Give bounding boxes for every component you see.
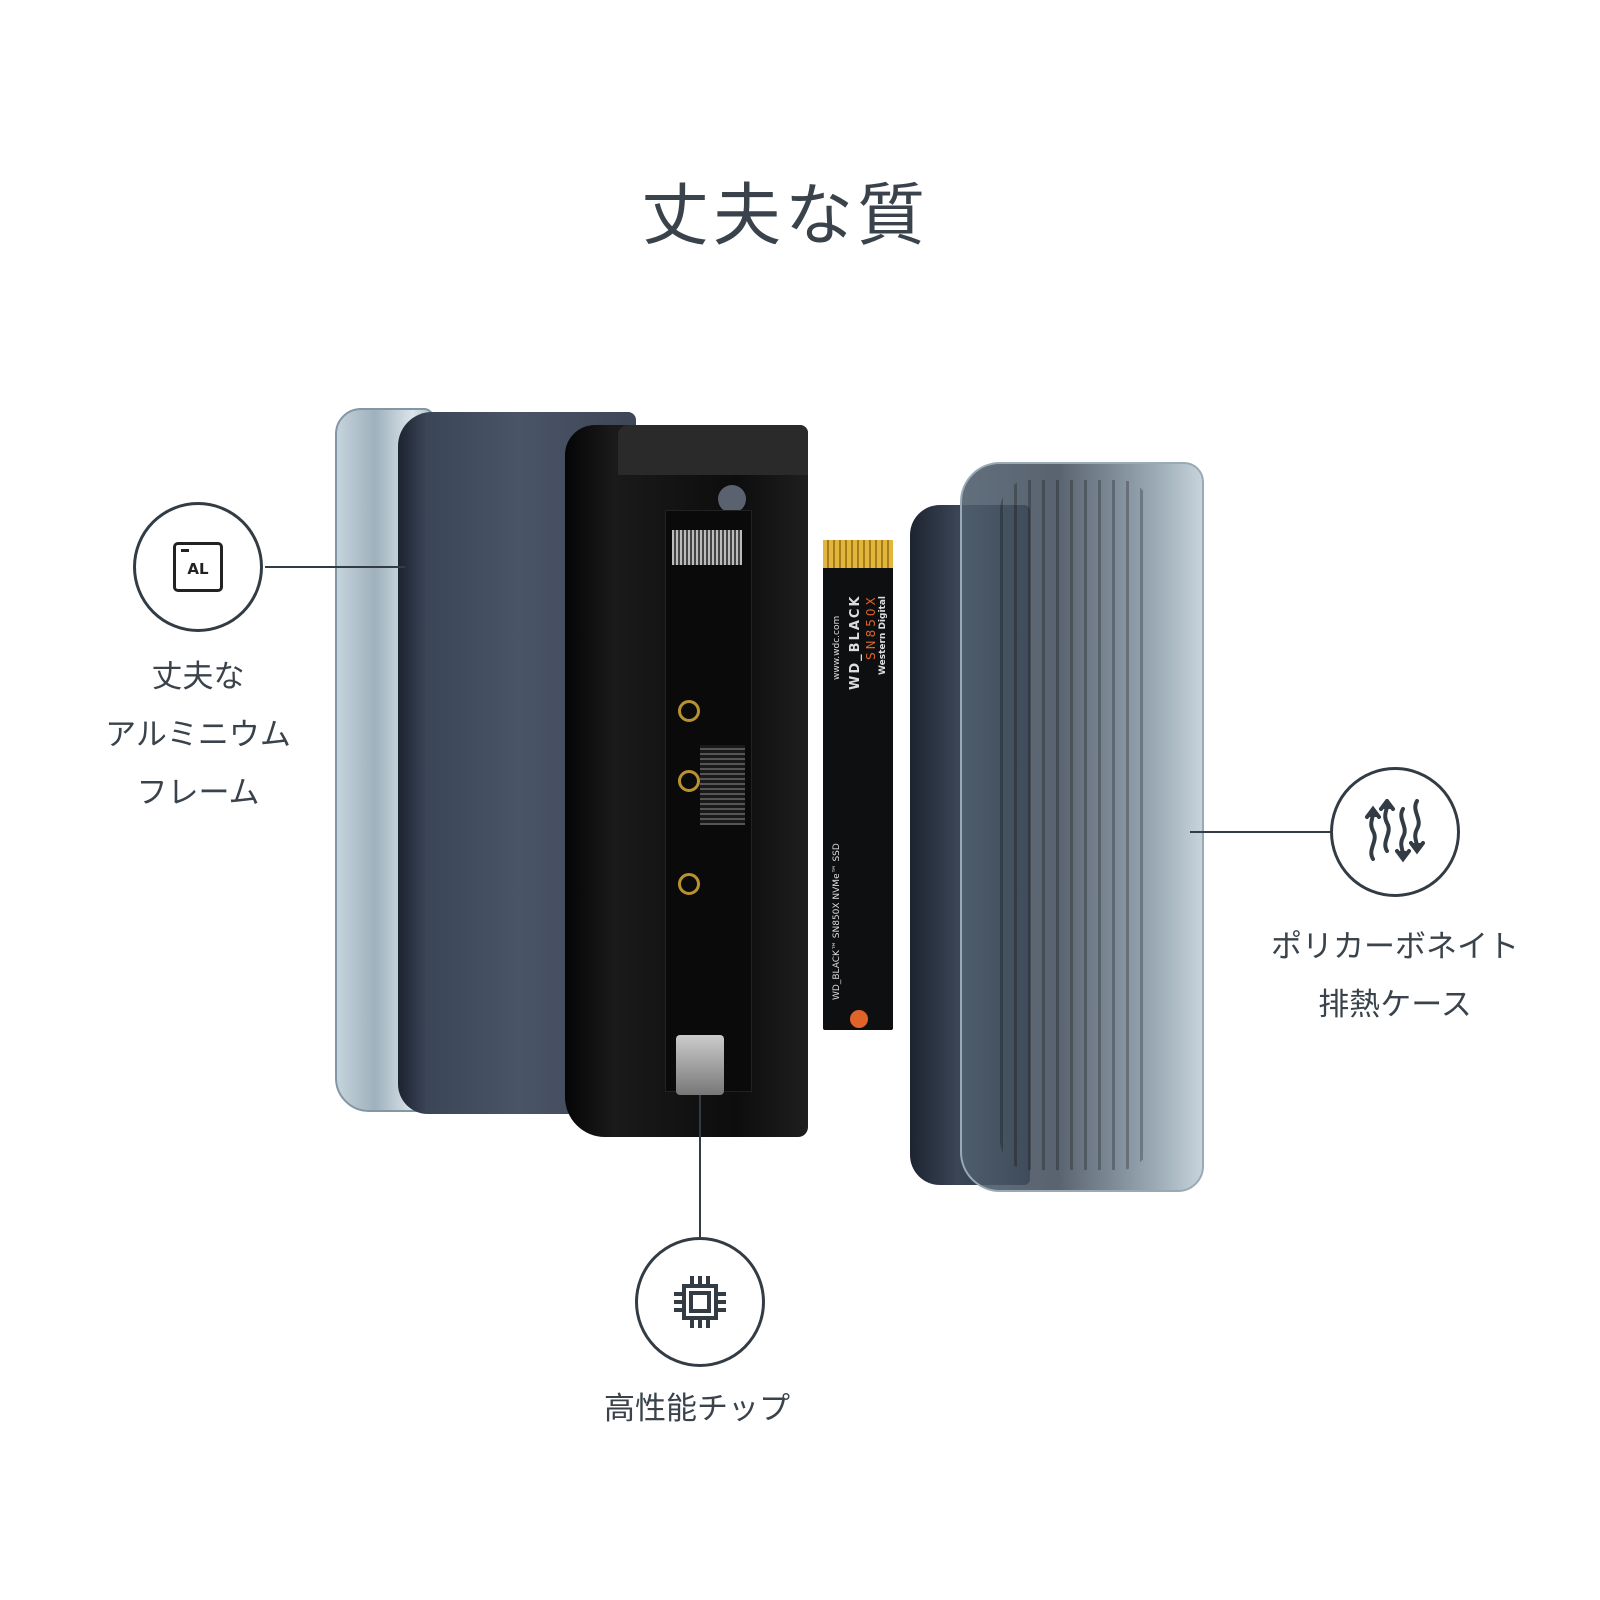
label-line: アルミニウム	[105, 717, 291, 753]
polycarbonate-case-label: ポリカーボネイト 排熱ケース	[1245, 918, 1545, 1034]
ssd-logo-dot	[850, 1010, 868, 1028]
ssd-url: www.wdc.com	[832, 615, 842, 680]
ssd-maker: Western Digital	[878, 596, 888, 675]
ssd-card	[823, 540, 893, 1030]
mount-hole	[678, 770, 700, 792]
heat-dissipation-arrows-icon	[1365, 799, 1425, 863]
ssd-model: SN850X	[864, 594, 878, 660]
label-line: フレーム	[136, 775, 260, 811]
ssd-connector	[823, 540, 893, 568]
controller-chips	[700, 745, 745, 825]
case-callout-circle	[1330, 767, 1460, 897]
callout-line-aluminum	[265, 566, 405, 568]
label-line: 丈夫な	[151, 659, 245, 695]
enclosure-top	[618, 425, 808, 475]
al-text: AL	[187, 560, 209, 578]
aluminum-frame-label: 丈夫な アルミニウム フレーム	[98, 648, 298, 822]
label-line: 高性能チップ	[604, 1391, 790, 1427]
chip-callout-circle	[635, 1237, 765, 1367]
usb-c-port	[676, 1035, 724, 1095]
mount-hole	[678, 700, 700, 722]
enclosure-button	[718, 485, 746, 513]
aluminum-al-icon: AL	[173, 542, 223, 592]
heat-ribs	[1000, 480, 1150, 1170]
label-line: ポリカーボネイト	[1271, 929, 1519, 965]
polycarbonate-case	[960, 462, 1204, 1192]
callout-line-case	[1190, 831, 1330, 833]
m2-slot	[672, 530, 742, 565]
aluminum-callout-circle: AL	[133, 502, 263, 632]
page-title: 丈夫な質	[640, 177, 929, 256]
callout-line-chip	[699, 1095, 701, 1237]
chip-label: 高性能チップ	[547, 1380, 847, 1438]
mount-hole	[678, 873, 700, 895]
chip-icon	[674, 1276, 726, 1328]
ssd-side-text: WD_BLACK™ SN850X NVMe™ SSD	[832, 843, 842, 1000]
ssd-brand: WD_BLACK	[848, 594, 863, 691]
label-line: 排熱ケース	[1318, 987, 1472, 1023]
